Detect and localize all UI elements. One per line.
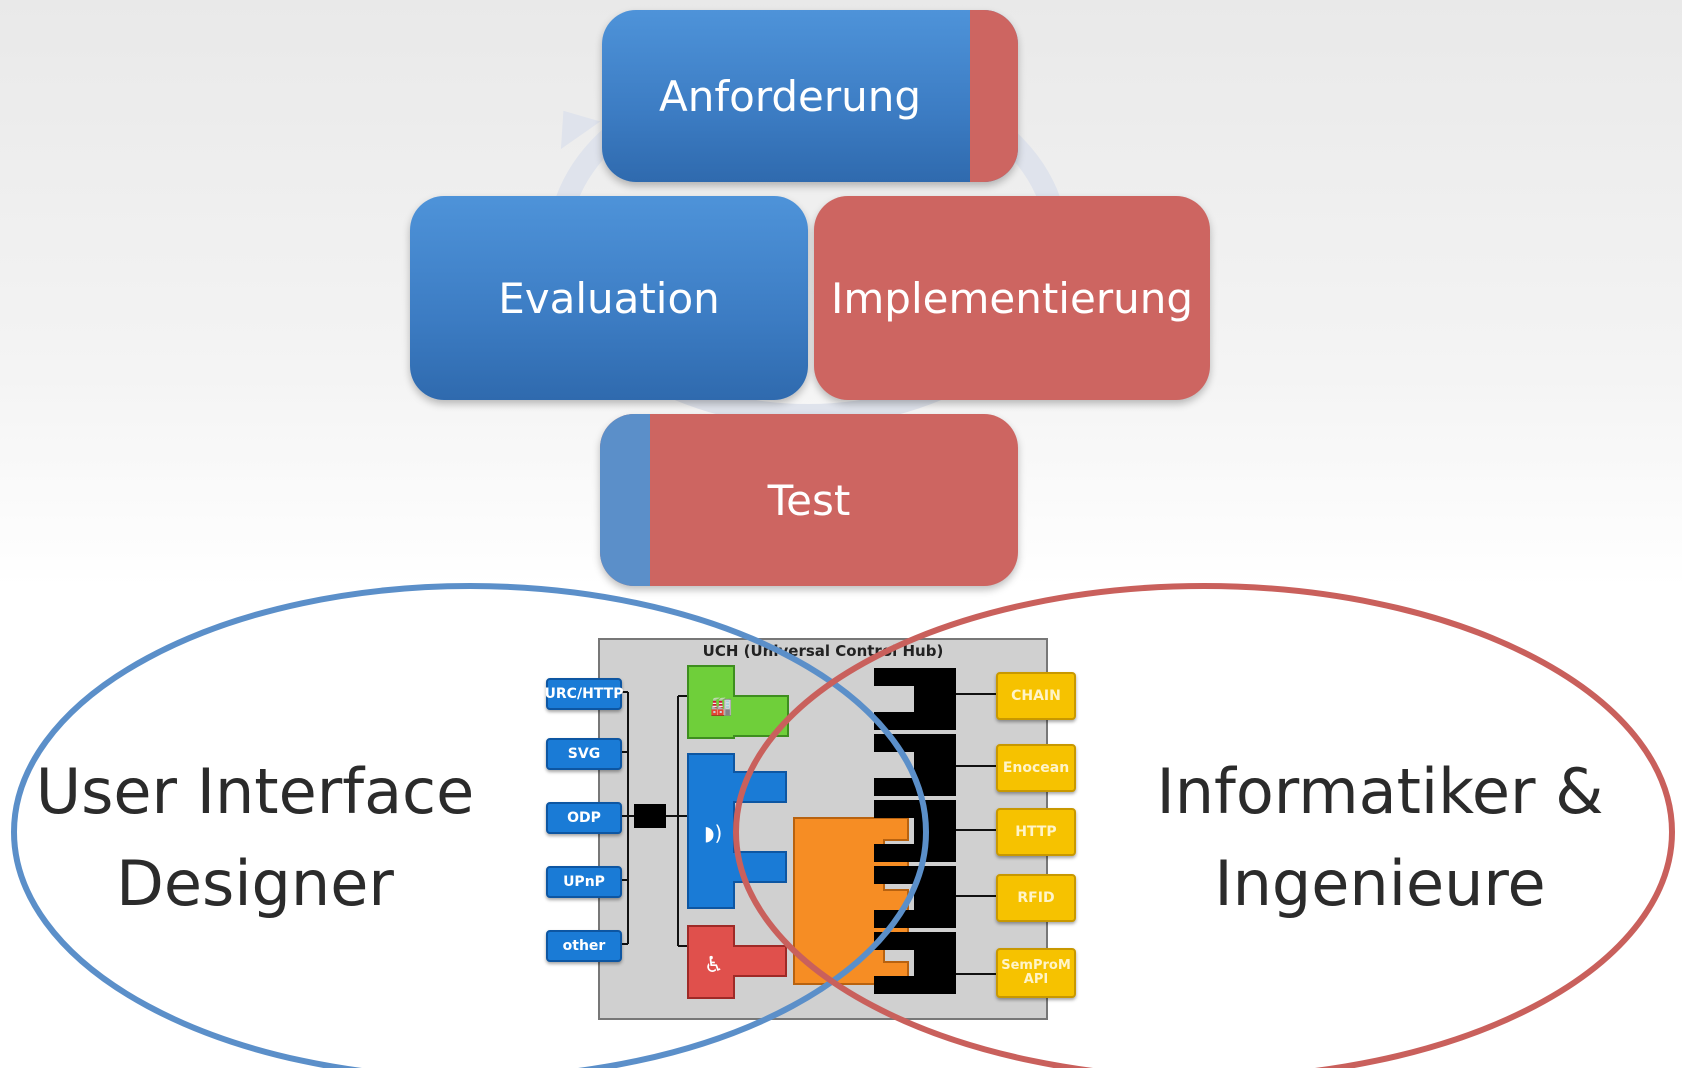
target-chain: CHAIN [996,672,1076,720]
test-blue-strip [600,414,650,586]
role-ui-designer-line2: Designer [116,847,394,920]
evaluation-label: Evaluation [498,273,720,323]
evaluation-box: Evaluation [410,196,808,400]
target-http: HTTP [996,808,1076,856]
input-other: other [546,930,622,962]
role-engineers-line1: Informatiker & [1156,755,1604,828]
implementierung-label: Implementierung [831,273,1193,323]
uch-diagram-panel: UCH (Universal Control Hub) [598,638,1048,1020]
uch-title: UCH (Universal Control Hub) [702,642,944,660]
input-svg: SVG [546,738,622,770]
test-label: Test [767,475,851,525]
role-ui-designer: User Interface Designer [20,746,490,930]
input-odp: ODP [546,802,622,834]
target-enocean: Enocean [996,744,1076,792]
anforderung-red-strip [970,10,1018,182]
role-engineers: Informatiker & Ingenieure [1140,746,1620,930]
input-upnp: UPnP [546,866,622,898]
role-engineers-line2: Ingenieure [1214,847,1546,920]
input-urc-http: URC/HTTP [545,678,623,710]
implementierung-box: Implementierung [814,196,1210,400]
test-box: Test [600,414,1018,586]
anforderung-box: Anforderung [602,10,1018,182]
target-rfid: RFID [996,874,1076,922]
target-semprom-api: SemProM API [996,948,1076,998]
anforderung-label: Anforderung [658,71,922,121]
role-ui-designer-line1: User Interface [35,755,475,828]
